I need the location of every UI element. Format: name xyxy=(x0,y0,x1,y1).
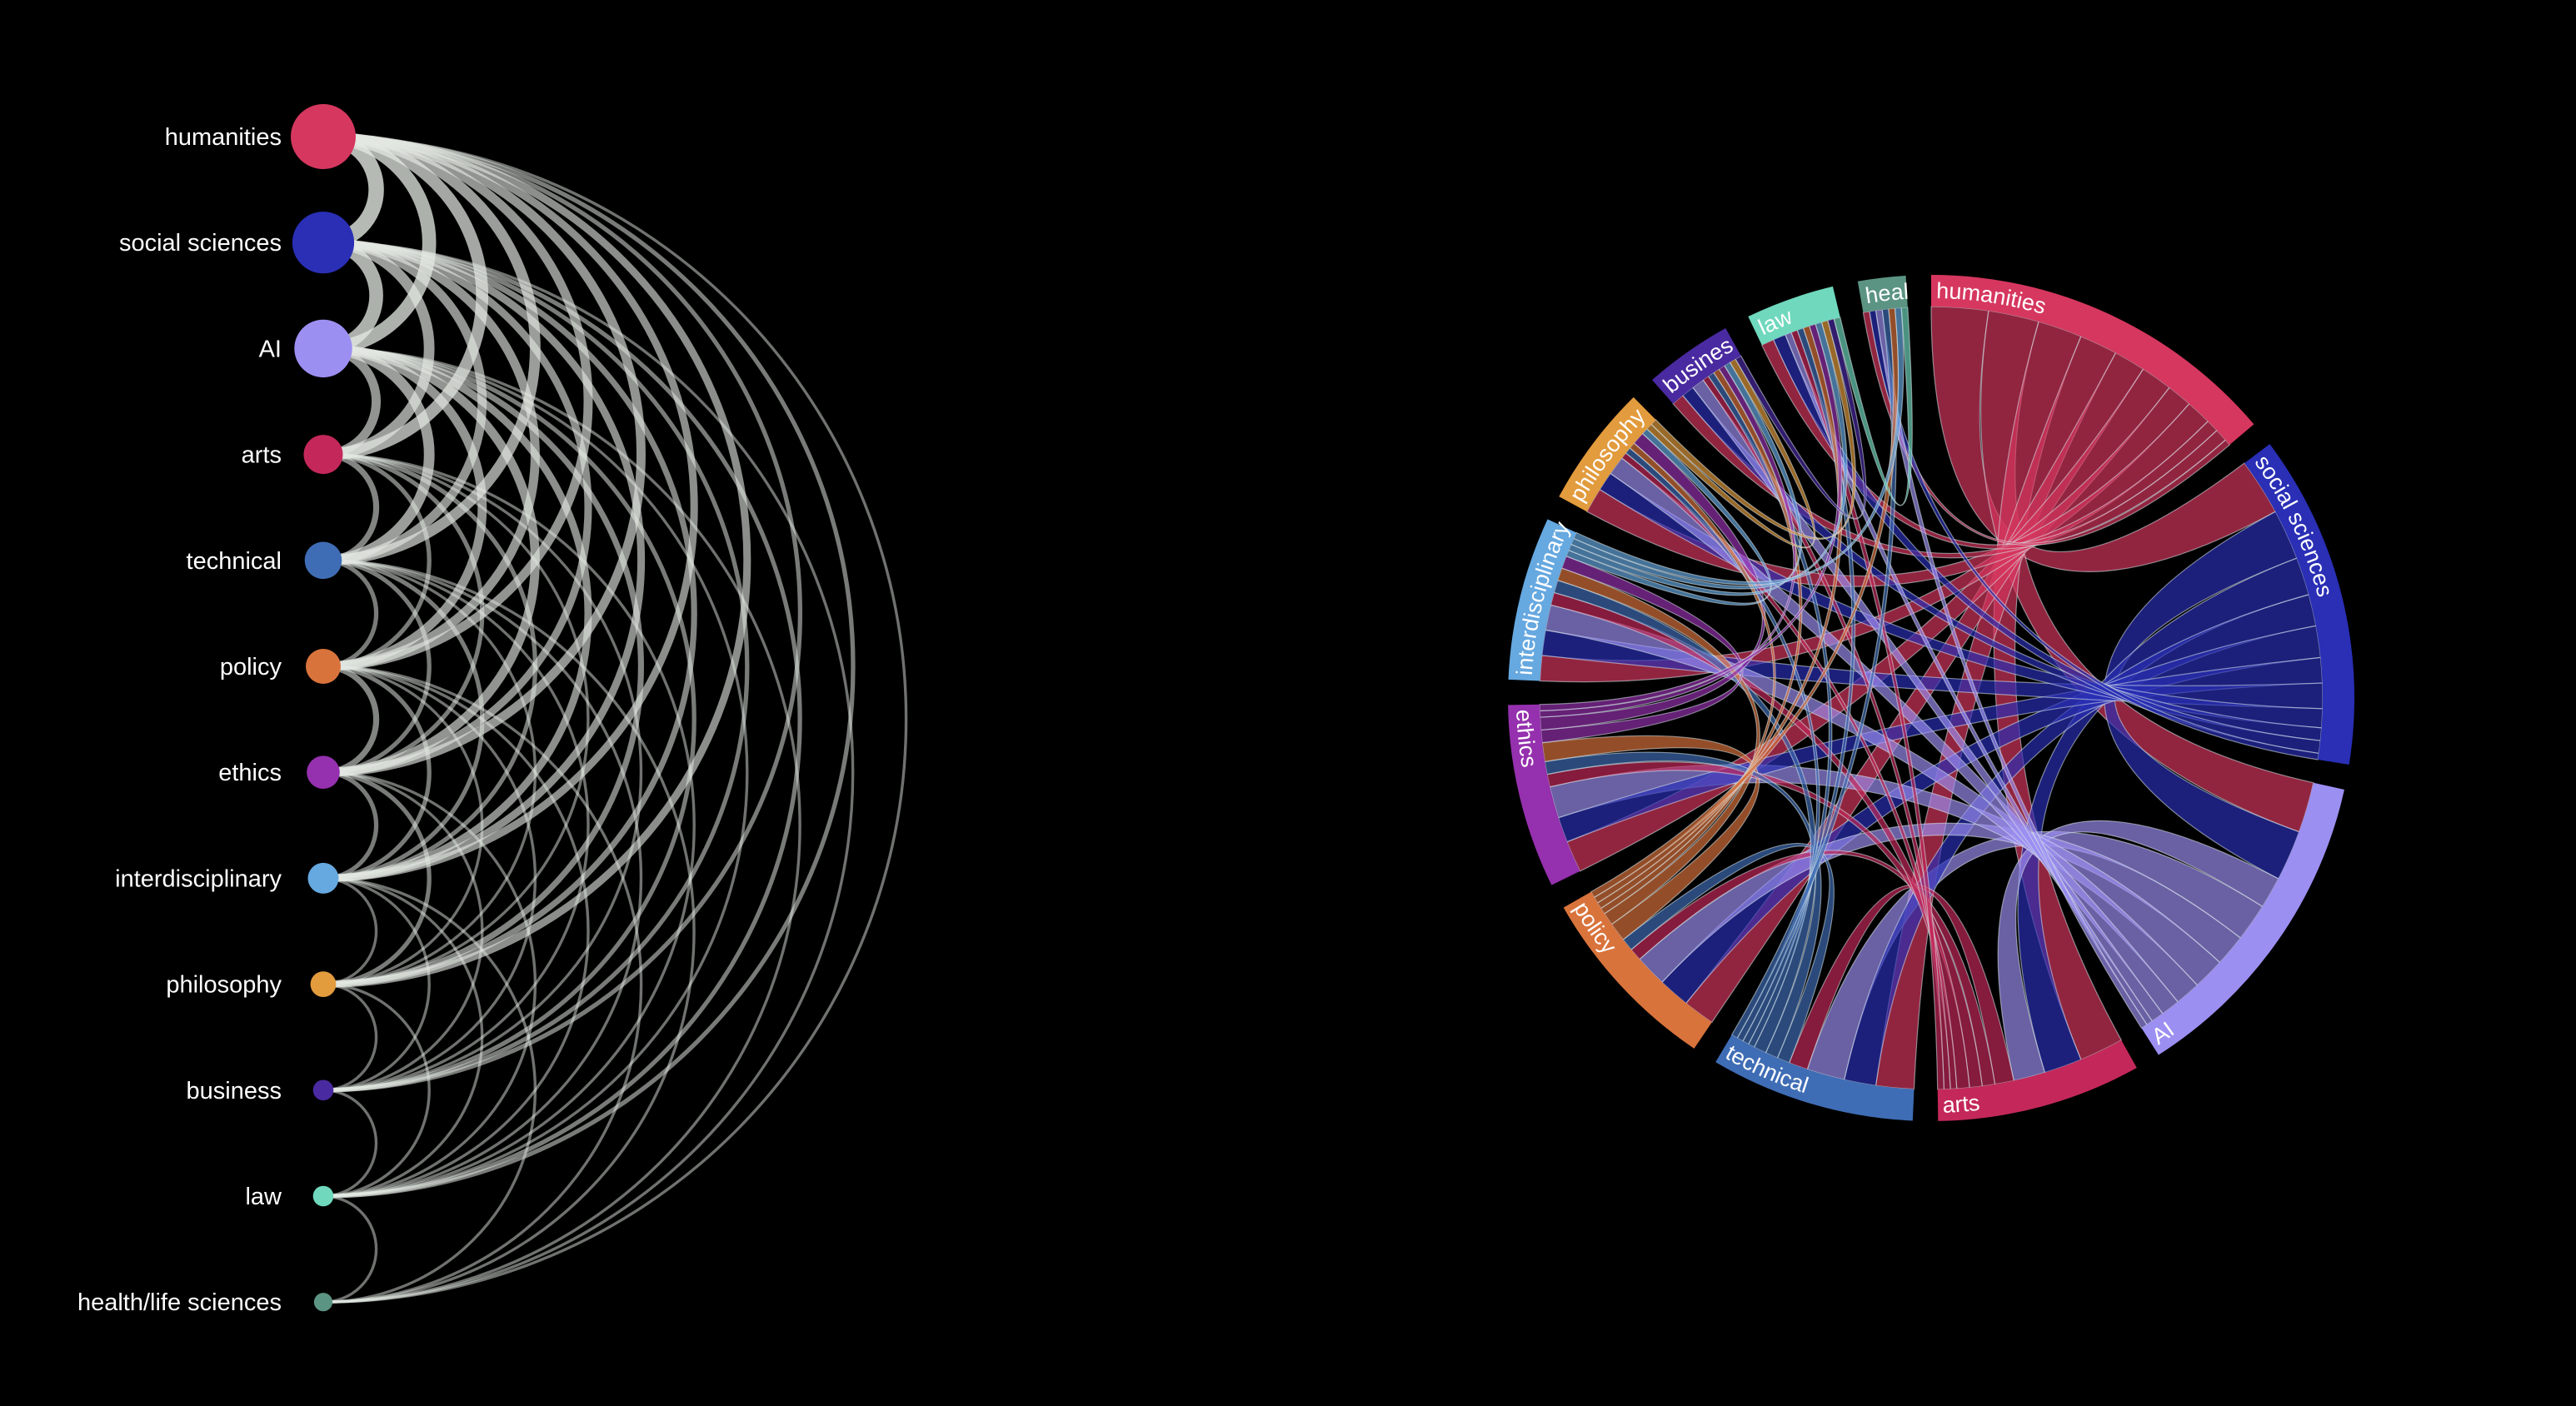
chord-group-social-sciences[interactable] xyxy=(2244,444,2355,765)
arc-node-humanities[interactable] xyxy=(291,104,356,169)
arc-link-philosophy-business xyxy=(322,982,378,1092)
chord-ribbon-ethics-interdisciplinary xyxy=(1540,555,1744,744)
chord-group-business[interactable] xyxy=(1652,327,1741,404)
chord-label-health: health/life sciences xyxy=(0,0,1910,308)
arc-link-social-sciences-law xyxy=(322,240,802,1199)
arc-link-technical-business xyxy=(322,559,590,1092)
chord-ribbon-business-law xyxy=(1735,317,1867,520)
arc-node-interdisciplinary[interactable] xyxy=(307,862,339,894)
arc-link-ai-interdisciplinary xyxy=(322,344,592,882)
arc-node-health[interactable] xyxy=(313,1293,333,1312)
arc-link-technical-health xyxy=(322,559,696,1304)
arc-link-arts-law xyxy=(322,452,696,1198)
arc-link-ethics-business xyxy=(322,770,484,1092)
arc-node-label-law: law xyxy=(245,1184,282,1210)
arc-node-label-arts: arts xyxy=(242,442,282,469)
chord-ribbon-policy-health xyxy=(1590,307,1900,899)
arc-link-ai-business xyxy=(322,346,696,1093)
arc-link-technical-ethics xyxy=(322,558,432,775)
arc-node-business[interactable] xyxy=(312,1079,334,1101)
arc-links xyxy=(322,128,908,1304)
arc-link-humanities-ai xyxy=(322,129,437,356)
arc-link-humanities-philosophy xyxy=(322,132,751,989)
arc-node-social-sciences[interactable] xyxy=(292,212,355,274)
arc-link-ai-philosophy xyxy=(322,345,645,988)
chord-group-health[interactable] xyxy=(1857,275,1908,313)
chord-ribbon-philosophy-law xyxy=(1650,319,1856,540)
arc-link-social-sciences-interdisciplinary xyxy=(322,238,646,882)
chord-ribbon-humanities-social-sciences xyxy=(1930,306,2277,572)
arc-link-humanities-interdisciplinary xyxy=(322,132,698,882)
arc-link-policy-law xyxy=(322,665,590,1198)
chord-label-text-health: health/life sciences xyxy=(0,0,1910,308)
arc-node-law[interactable] xyxy=(312,1185,334,1207)
arc-link-social-sciences-ethics xyxy=(322,238,592,776)
arc-node-philosophy[interactable] xyxy=(310,971,337,997)
arc-node-label-ai: AI xyxy=(259,336,282,362)
arc-nodes xyxy=(291,104,356,1312)
arc-link-humanities-arts xyxy=(322,130,489,461)
arc-link-business-law xyxy=(322,1089,378,1198)
arc-link-humanities-business xyxy=(322,134,802,1093)
arc-link-interdisciplinary-business xyxy=(322,876,431,1092)
arc-link-social-sciences-philosophy xyxy=(322,239,697,988)
arc-link-arts-philosophy xyxy=(322,452,590,986)
arc-link-humanities-health xyxy=(322,135,908,1304)
chord-ribbon-interdisciplinary-philosophy xyxy=(1565,428,1772,606)
arc-node-label-philosophy: philosophy xyxy=(166,972,282,999)
arc-link-policy-business xyxy=(322,665,537,1092)
arc-link-humanities-ethics xyxy=(322,132,646,777)
arc-link-ai-health xyxy=(322,347,802,1304)
arc-link-humanities-technical xyxy=(322,131,541,566)
arc-link-policy-ethics xyxy=(322,663,380,775)
arc-node-label-business: business xyxy=(187,1078,282,1104)
arc-node-technical[interactable] xyxy=(304,541,342,580)
arc-link-humanities-policy xyxy=(322,132,593,671)
chord-group-humanities[interactable] xyxy=(1931,275,2254,445)
chord-group-ethics[interactable] xyxy=(1508,704,1580,885)
arc-link-law-health xyxy=(322,1194,378,1304)
arc-link-ai-policy xyxy=(322,343,487,671)
arc-node-label-humanities: humanities xyxy=(165,124,282,151)
arc-node-label-policy: policy xyxy=(220,654,282,681)
chord-group-policy[interactable] xyxy=(1563,891,1712,1049)
chord-label-text-arts: arts xyxy=(1942,1090,1981,1118)
chord-ribbons xyxy=(1539,306,2324,1090)
arc-node-label-health: health/life sciences xyxy=(77,1289,282,1316)
arc-link-social-sciences-health xyxy=(322,241,855,1304)
chord-group-law[interactable] xyxy=(1748,286,1840,346)
chord-group-ai[interactable] xyxy=(2141,782,2344,1055)
chord-ribbon-social-sciences-health xyxy=(1869,310,2319,760)
chord-groups xyxy=(1508,275,2355,1121)
arc-node-label-social-sciences: social sciences xyxy=(119,230,282,257)
arc-link-policy-interdisciplinary xyxy=(322,664,432,881)
chord-group-philosophy[interactable] xyxy=(1559,396,1656,512)
chord-ribbon-philosophy-business xyxy=(1645,358,1816,549)
arc-link-humanities-law xyxy=(322,134,856,1199)
arc-node-ai[interactable] xyxy=(294,319,352,378)
arc-node-label-technical: technical xyxy=(187,548,282,575)
chord-group-technical[interactable] xyxy=(1715,1035,1915,1121)
arc-node-label-interdisciplinary: interdisciplinary xyxy=(115,865,282,892)
arc-node-policy[interactable] xyxy=(306,649,341,684)
arc-node-label-ethics: ethics xyxy=(218,760,282,786)
arc-link-ai-technical xyxy=(322,342,435,566)
arc-link-interdisciplinary-law xyxy=(322,876,484,1198)
chord-group-interdisciplinary[interactable] xyxy=(1508,519,1577,681)
arc-link-philosophy-law xyxy=(322,982,431,1198)
chord-label-arts: arts xyxy=(1942,1090,1981,1118)
arc-link-ethics-philosophy xyxy=(322,770,432,987)
arc-link-ethics-law xyxy=(322,770,537,1198)
arc-link-ethics-interdisciplinary xyxy=(322,770,379,881)
chord-ribbon-technical-policy xyxy=(1622,843,1835,1064)
chord-ribbon-humanities-health xyxy=(1862,311,2231,546)
chord-group-arts[interactable] xyxy=(1937,1040,2137,1121)
arc-node-ethics[interactable] xyxy=(307,755,340,789)
arc-link-interdisciplinary-health xyxy=(322,876,537,1304)
arc-link-interdisciplinary-philosophy xyxy=(322,876,378,986)
arc-node-arts[interactable] xyxy=(303,435,343,475)
